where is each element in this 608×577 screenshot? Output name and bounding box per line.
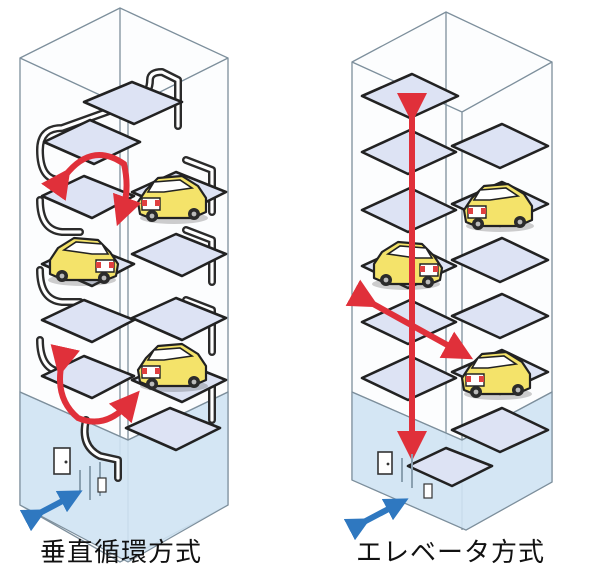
right-pit-edge: [351, 391, 553, 441]
upper-rotation-arrow: [41, 152, 142, 227]
door-icon: [377, 451, 393, 475]
left-control-panel: [97, 477, 107, 493]
right-tower: [343, 11, 553, 541]
double-arrow-icon: [19, 490, 83, 532]
right-control-panel: [423, 483, 433, 499]
caption-vertical-circulation: 垂直循環方式: [40, 538, 203, 568]
door-icon: [53, 447, 71, 475]
right-gate-bars: [401, 454, 413, 488]
lower-rotation-arrow: [50, 344, 140, 425]
caption-elevator: エレベータ方式: [356, 538, 546, 568]
double-arrow-icon: [343, 498, 409, 541]
left-tower: [19, 7, 229, 563]
horizontal-transfer-arrow: [345, 279, 474, 360]
